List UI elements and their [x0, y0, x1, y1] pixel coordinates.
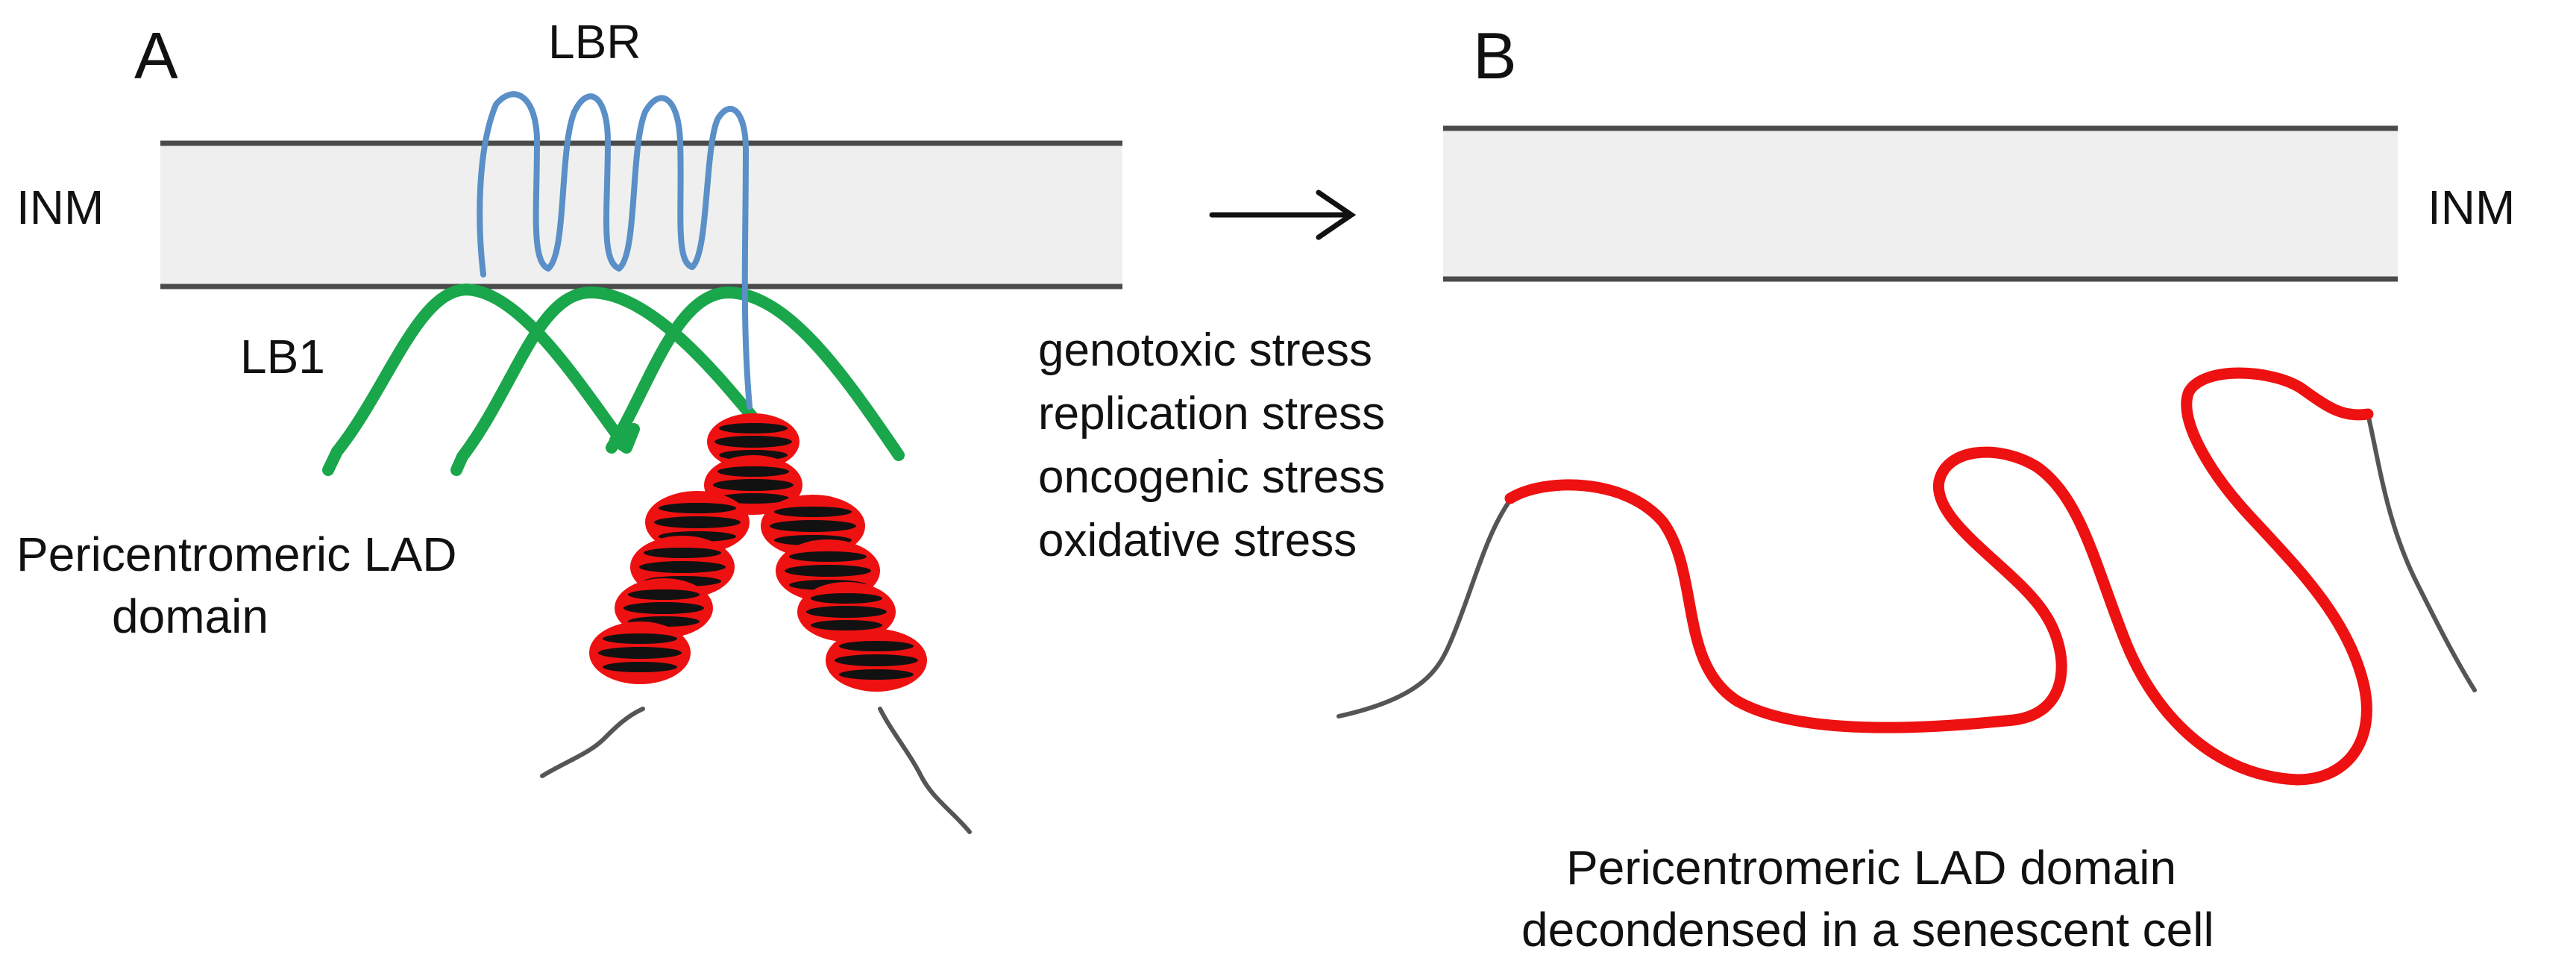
panel-b: B INM Pericentromeric LAD domain deconde…: [1336, 19, 2515, 957]
lb1-label: LB1: [240, 330, 325, 384]
stress-list: genotoxic stress replication stress onco…: [1038, 325, 1385, 566]
pericentromeric-lad-caption-b-line2: decondensed in a senescent cell: [1521, 903, 2214, 957]
lbr-receptor: [477, 91, 753, 410]
nucleosome-stacks: [589, 413, 927, 692]
panel-a: A INM LBR LB1: [16, 15, 1122, 834]
nucleosome: [589, 622, 691, 684]
panel-a-letter: A: [134, 19, 178, 93]
pericentromeric-lad-label-a-line2: domain: [112, 589, 268, 643]
panel-b-letter: B: [1473, 19, 1517, 93]
inm-label-a: INM: [16, 181, 104, 234]
stress-item: replication stress: [1038, 388, 1385, 439]
nucleosome: [797, 582, 896, 642]
inm-label-b: INM: [2428, 181, 2515, 234]
lamin-b1-filaments: [322, 284, 905, 476]
stress-item: oncogenic stress: [1038, 451, 1385, 503]
inm-membrane-a: [160, 140, 1122, 289]
right-arrow-icon: [1209, 190, 1357, 240]
transition-arrow: [1209, 190, 1357, 240]
pericentromeric-lad-label-a-line1: Pericentromeric LAD: [16, 528, 456, 581]
inm-membrane-b: [1443, 125, 2398, 282]
lbr-label: LBR: [548, 15, 641, 69]
stress-item: genotoxic stress: [1038, 325, 1372, 376]
nucleosome: [707, 413, 799, 470]
pericentromeric-lad-caption-b-line1: Pericentromeric LAD domain: [1566, 841, 2176, 895]
decondensed-chromatin-fiber: [1504, 367, 2374, 786]
dna-strands-b: [1336, 412, 2477, 719]
dna-strands-a: [540, 707, 972, 834]
stress-item: oxidative stress: [1038, 515, 1357, 566]
nucleosome: [826, 629, 927, 692]
